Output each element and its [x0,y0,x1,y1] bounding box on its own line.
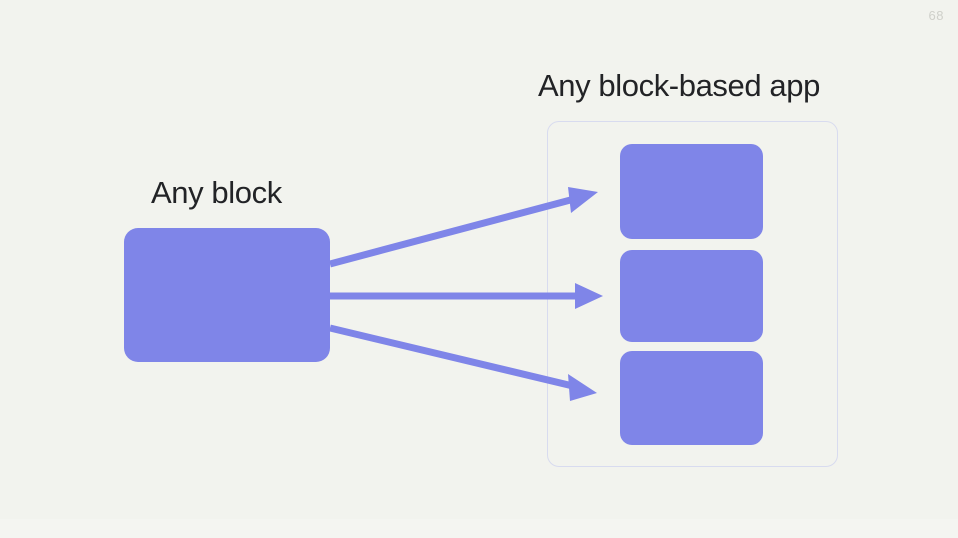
slide-footer-strip [0,519,958,538]
source-block [124,228,330,362]
page-number: 68 [928,8,944,23]
source-heading: Any block [151,175,282,210]
target-block-3 [620,351,763,445]
target-block-2 [620,250,763,342]
target-heading: Any block-based app [538,68,820,103]
target-block-1 [620,144,763,239]
